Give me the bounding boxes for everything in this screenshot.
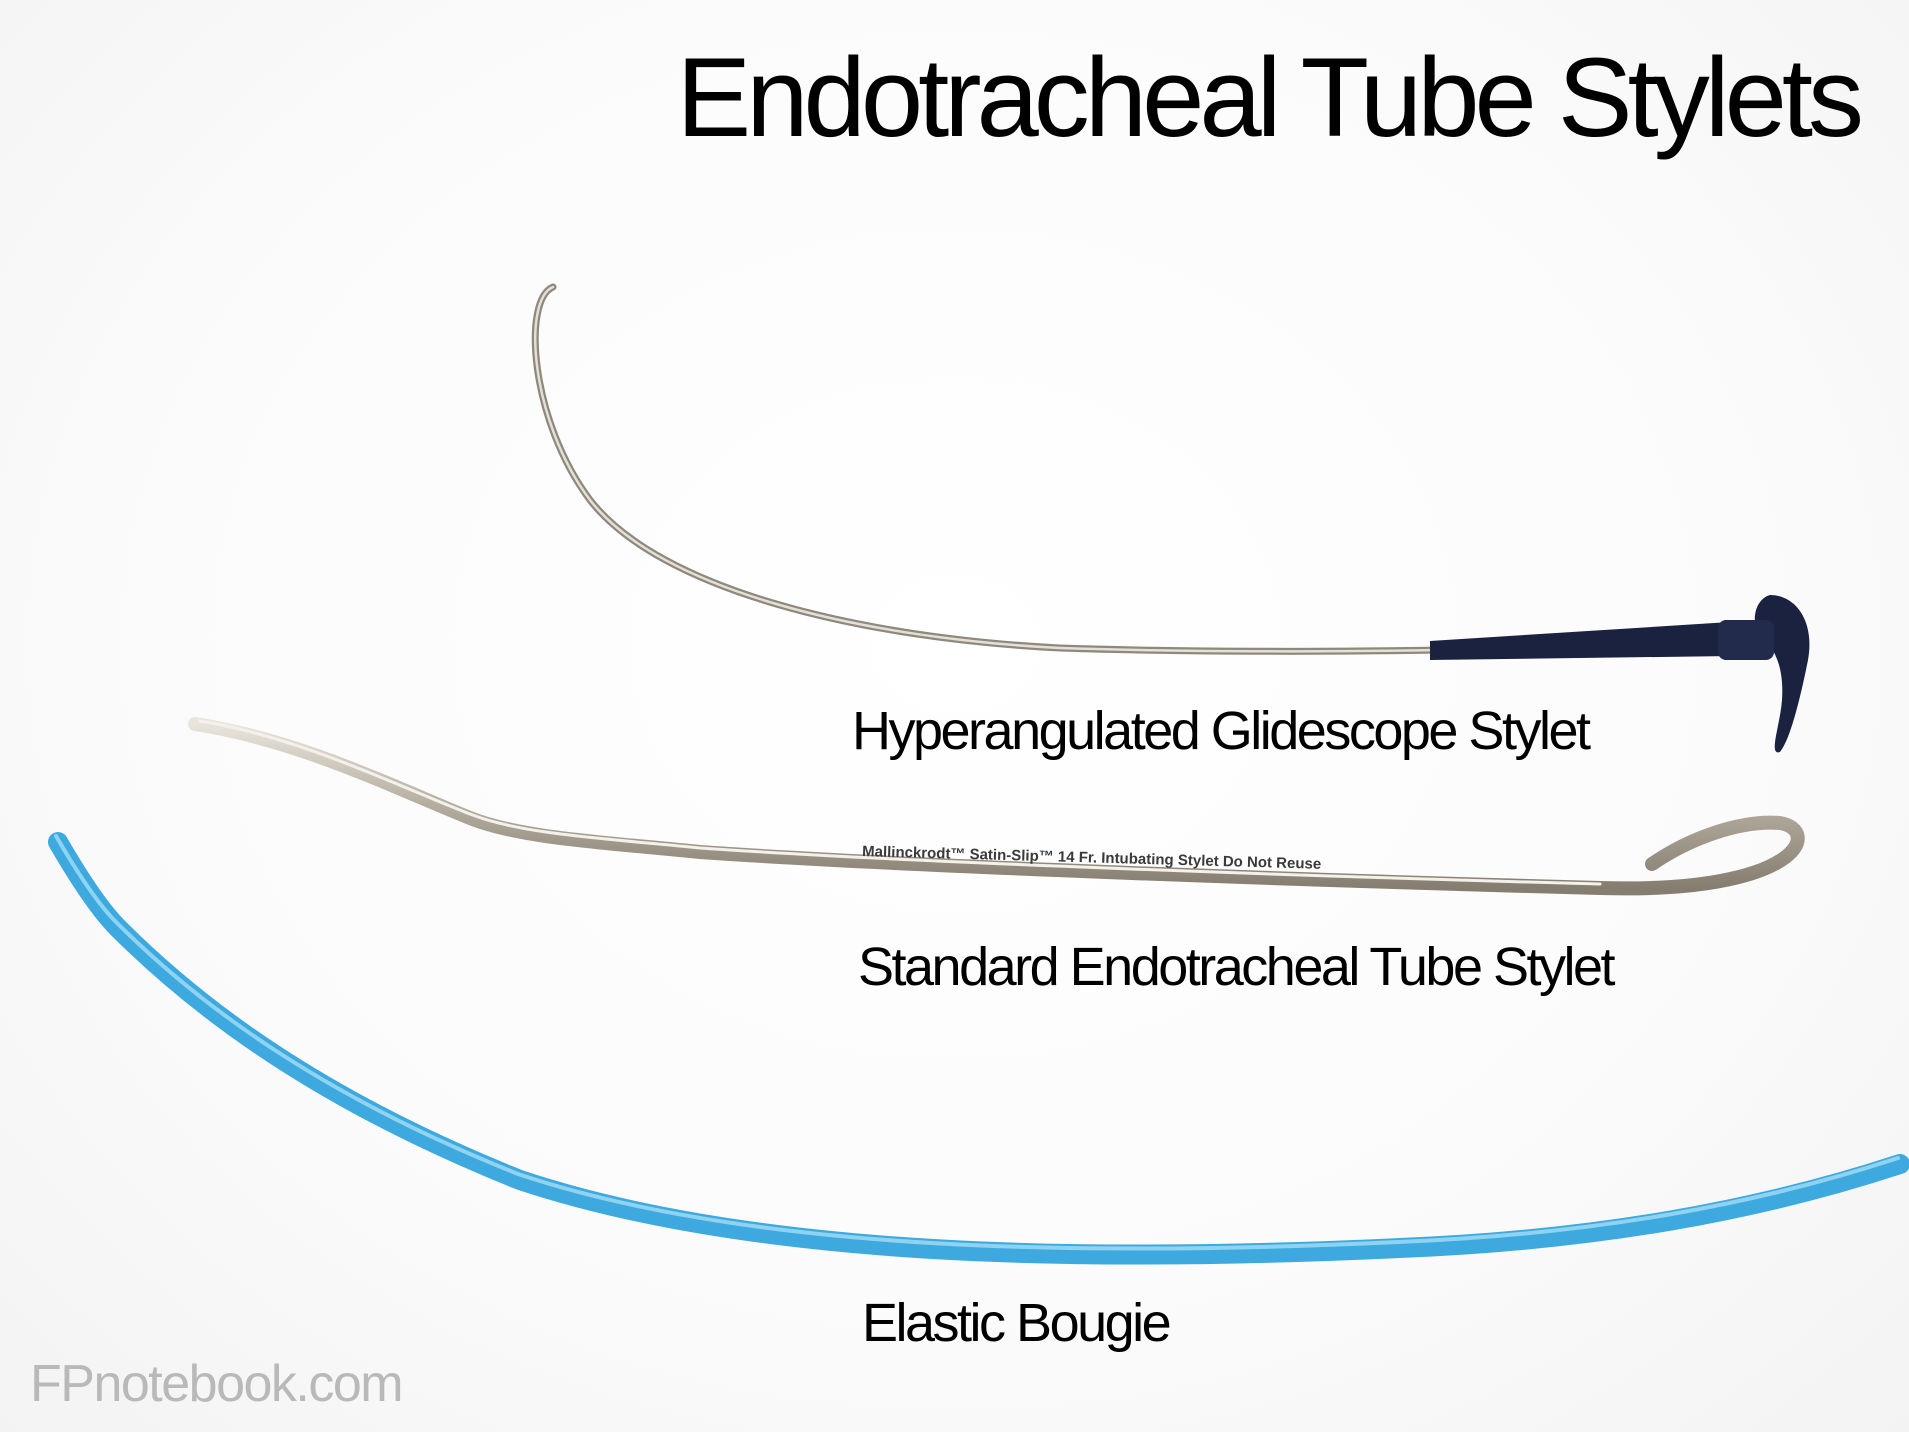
hyperangulated-wire-highlight [534, 285, 1442, 653]
label-hyperangulated-stylet: Hyperangulated Glidescope Stylet [852, 701, 1591, 761]
watermark: FPnotebook.com [30, 1355, 404, 1413]
label-standard-stylet: Standard Endotracheal Tube Stylet [858, 937, 1616, 997]
elastic-bougie [48, 832, 1909, 1265]
page-title: Endotracheal Tube Stylets [676, 35, 1864, 160]
glidescope-handle-cap [1754, 595, 1810, 753]
bougie-tube-shine [54, 834, 1900, 1251]
bougie-tube [48, 832, 1909, 1265]
hyperangulated-wire [531, 283, 1444, 655]
hyperangulated-stylet [531, 283, 1810, 753]
glidescope-handle-collar [1718, 620, 1774, 660]
standard-stylet-rod-shine [198, 719, 1602, 886]
standard-stylet-rod [188, 717, 1805, 896]
glidescope-handle-shaft [1430, 622, 1732, 660]
label-elastic-bougie: Elastic Bougie [862, 1293, 1172, 1353]
